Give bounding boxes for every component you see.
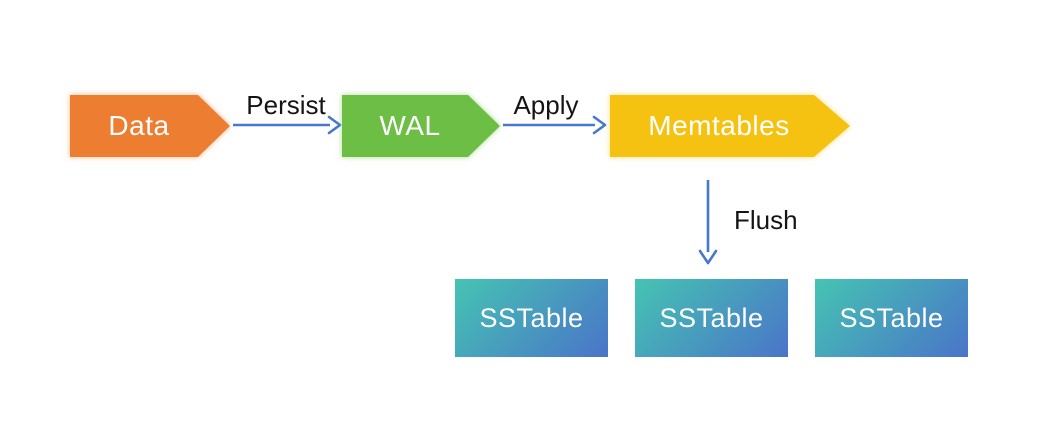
sstable-box-1: SSTable [455, 279, 608, 357]
data-node: Data [70, 95, 230, 157]
sstable-box-3: SSTable [815, 279, 968, 357]
flush-edge-label: Flush [734, 205, 798, 235]
data-node-label: Data [108, 110, 170, 141]
wal-node: WAL [342, 95, 500, 157]
data-node-shape: Data [70, 95, 230, 157]
memtables-node-label: Memtables [648, 110, 790, 141]
apply-edge-label: Apply [513, 90, 579, 120]
persist-edge-label: Persist [246, 90, 326, 120]
sstable-box-1-label: SSTable [479, 302, 584, 333]
wal-node-shape: WAL [342, 95, 500, 157]
wal-node-label: WAL [379, 110, 441, 141]
flush-arrow [698, 180, 718, 265]
memtables-node-shape: Memtables [610, 95, 850, 157]
memtables-node: Memtables [610, 95, 850, 157]
sstable-box-3-label: SSTable [839, 302, 944, 333]
sstable-box-2: SSTable [635, 279, 788, 357]
sstable-box-2-label: SSTable [659, 302, 764, 333]
